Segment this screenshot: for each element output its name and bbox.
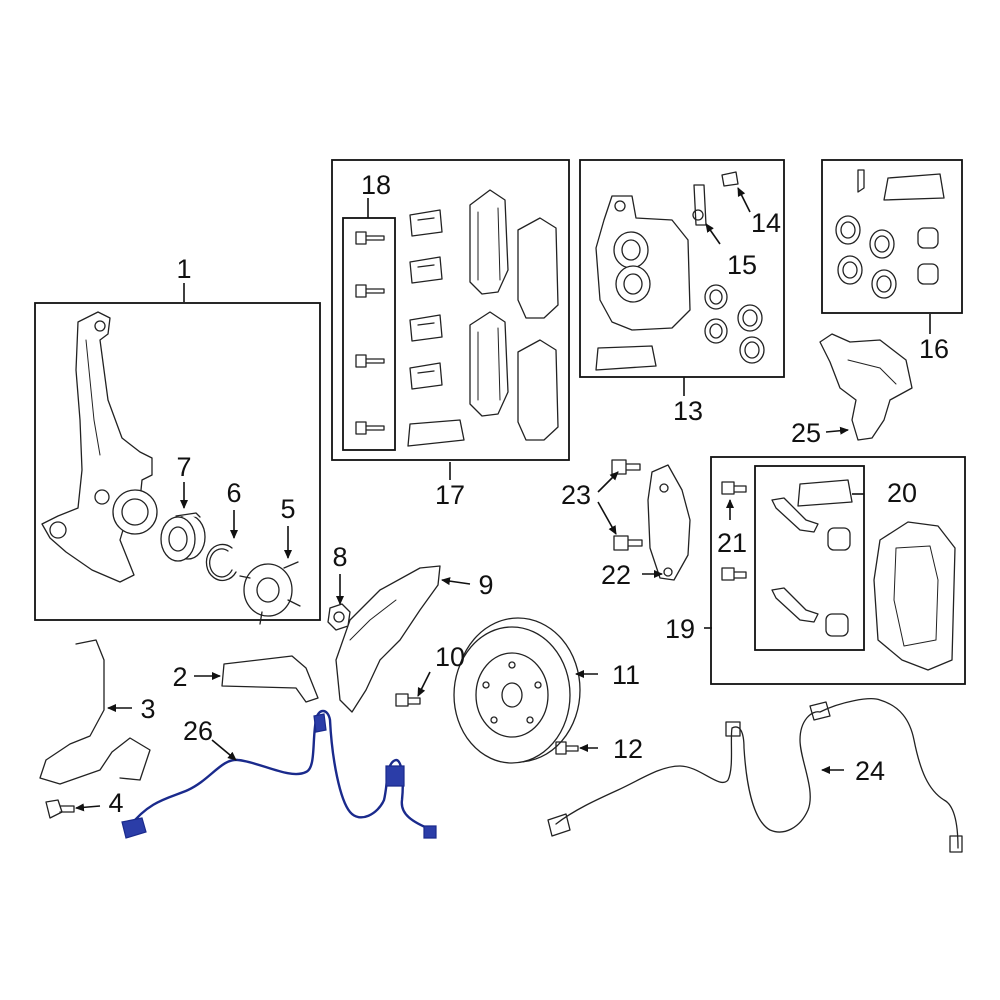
callout-6: 6: [226, 478, 241, 508]
callout-26: 26: [183, 716, 213, 746]
dust-shield-plate[interactable]: [647, 464, 691, 581]
callout-22: 22: [601, 560, 631, 590]
rotor-screw[interactable]: [555, 741, 579, 755]
callout-18: 18: [361, 170, 391, 200]
callout-5: 5: [280, 494, 295, 524]
splash-guard[interactable]: [39, 639, 151, 785]
wheel-speed-sensor[interactable]: [121, 709, 437, 839]
shield-bolts[interactable]: [611, 459, 643, 551]
bracket-bolts[interactable]: [721, 481, 747, 581]
caliper-bolts[interactable]: [355, 231, 385, 435]
callout-12: 12: [613, 734, 643, 764]
callout-13: 13: [673, 396, 703, 426]
brake-rotor[interactable]: [453, 617, 581, 764]
callout-9: 9: [478, 570, 493, 600]
caliper-seals[interactable]: [704, 284, 765, 364]
leader-lines: [75, 187, 931, 812]
guide-pin-boot[interactable]: [797, 479, 853, 507]
callout-11: 11: [612, 660, 640, 690]
wheel-bearing[interactable]: [160, 512, 206, 562]
box-seal-kit: [821, 159, 963, 314]
callout-1: 1: [176, 254, 191, 284]
callout-3: 3: [140, 694, 155, 724]
steering-knuckle[interactable]: [41, 311, 158, 583]
guide-pins[interactable]: [771, 497, 851, 637]
bleeder-screw[interactable]: [692, 171, 739, 226]
box-caliper-bracket: [710, 456, 966, 685]
air-deflector[interactable]: [221, 655, 319, 703]
box-caliper: [579, 159, 785, 378]
splash-shield[interactable]: [335, 565, 441, 713]
hub-nut[interactable]: [327, 603, 351, 631]
push-pin[interactable]: [45, 799, 75, 819]
caliper-bracket[interactable]: [873, 521, 956, 671]
callout-24: 24: [855, 756, 885, 786]
box-knuckle-assembly: [34, 302, 321, 621]
callout-15: 15: [727, 250, 757, 280]
box-guide-pin-kit: [754, 465, 865, 651]
callout-16: 16: [919, 334, 949, 364]
wheel-hub[interactable]: [239, 561, 301, 625]
brake-caliper[interactable]: [595, 195, 691, 331]
brake-wear-sensor[interactable]: [547, 698, 963, 853]
callout-19: 19: [665, 614, 695, 644]
shield-screw[interactable]: [395, 693, 421, 707]
callout-4: 4: [108, 788, 123, 818]
pad-shim[interactable]: [407, 419, 465, 447]
snap-ring[interactable]: [205, 543, 237, 582]
caliper-shim[interactable]: [595, 345, 657, 371]
pad-clips[interactable]: [409, 209, 443, 390]
callout-8: 8: [332, 542, 347, 572]
callout-21: 21: [717, 528, 747, 558]
callout-25: 25: [791, 418, 821, 448]
seal-kit[interactable]: [835, 169, 945, 299]
box-pad-kit: [331, 159, 570, 461]
callout-2: 2: [172, 662, 187, 692]
sensor-bracket[interactable]: [819, 333, 913, 441]
callout-labels: 1 18 17 13 16 14 15 7 6 5 8 9 10 11 12 2…: [108, 170, 949, 818]
callout-10: 10: [435, 642, 465, 672]
callout-20: 20: [887, 478, 917, 508]
brake-pads[interactable]: [469, 189, 559, 441]
callout-17: 17: [435, 480, 465, 510]
callout-14: 14: [751, 208, 781, 238]
box-hardware-bolts: [342, 217, 396, 451]
callout-7: 7: [176, 452, 191, 482]
callout-23: 23: [561, 480, 591, 510]
